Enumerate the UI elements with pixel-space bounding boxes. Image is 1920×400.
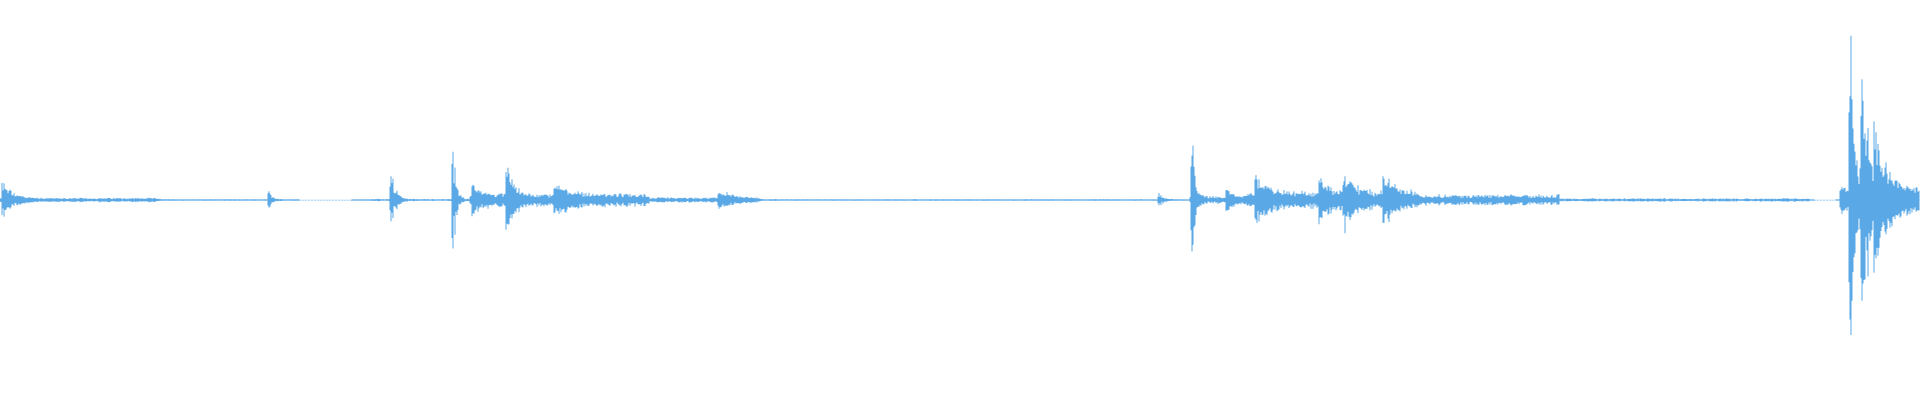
waveform-samples — [0, 35, 1920, 335]
